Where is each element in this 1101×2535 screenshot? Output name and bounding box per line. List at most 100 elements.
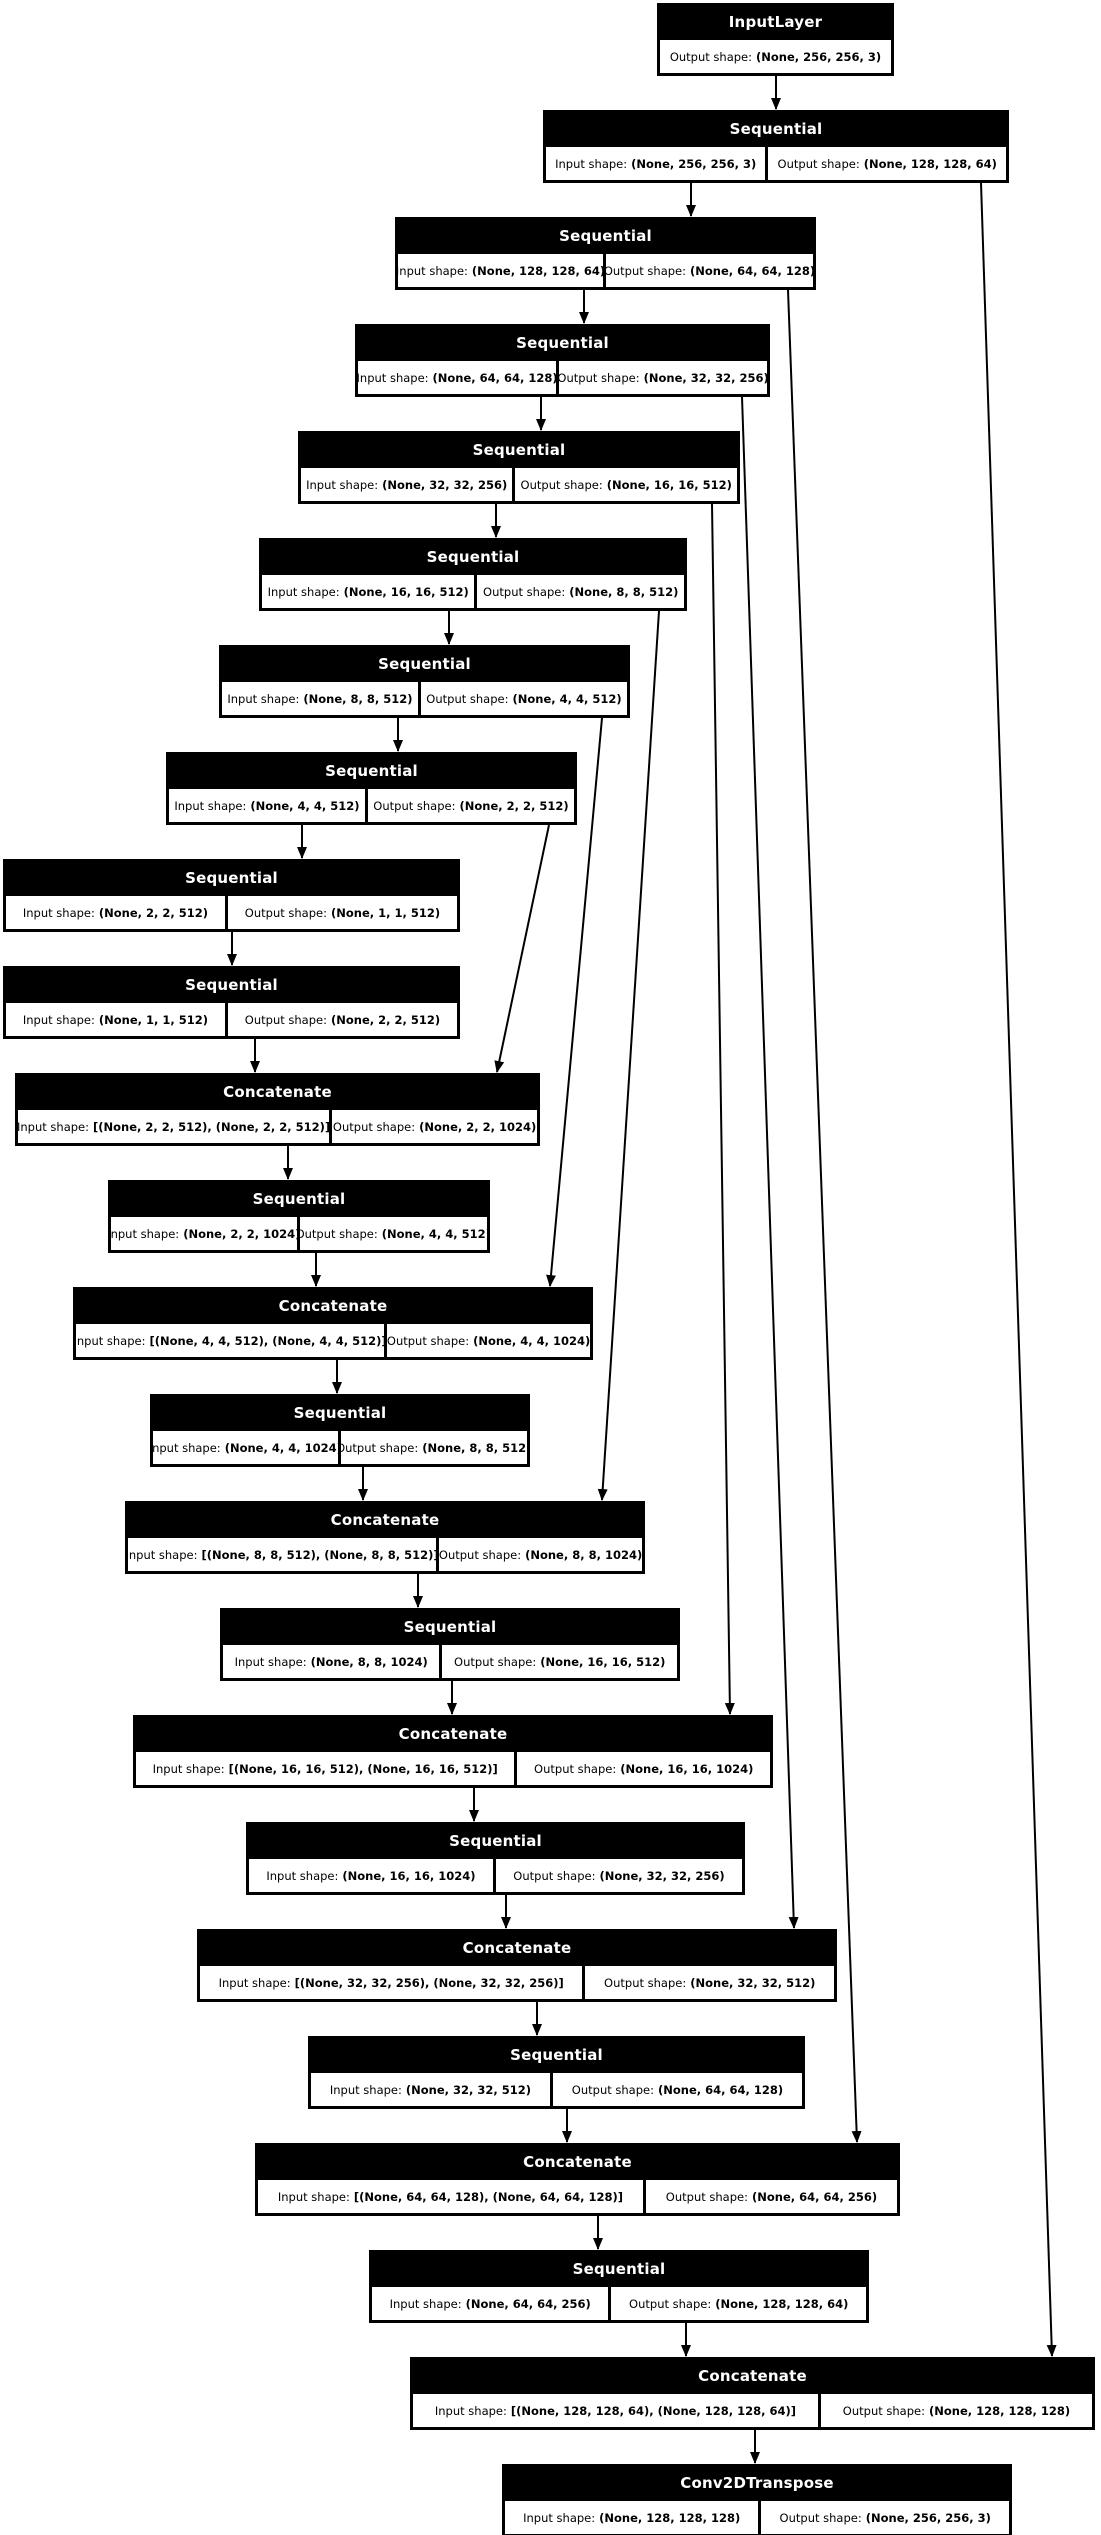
input-shape-label: Input shape: bbox=[358, 370, 429, 385]
input-shape-value: (None, 4, 4, 512) bbox=[250, 798, 360, 813]
layer-title: Concatenate bbox=[223, 1082, 332, 1101]
layer-title: Sequential bbox=[252, 1189, 346, 1208]
input-shape-value: [(None, 2, 2, 512), (None, 2, 2, 512)] bbox=[93, 1119, 330, 1134]
output-shape-value: (None, 32, 32, 256) bbox=[643, 370, 767, 385]
shape-cells: Input shape:[(None, 32, 32, 256), (None,… bbox=[200, 1966, 834, 1999]
input-shape-cell: Input shape:(None, 32, 32, 512) bbox=[311, 2073, 550, 2106]
output-shape-cell: Output shape:(None, 128, 128, 64) bbox=[611, 2287, 867, 2320]
output-shape-value: (None, 32, 32, 256) bbox=[599, 1868, 725, 1883]
layer-node-sequential-3: Sequential Input shape:(None, 64, 64, 12… bbox=[355, 324, 770, 397]
input-shape-label: Input shape: bbox=[22, 905, 95, 920]
layer-node-sequential-14: Sequential Input shape:(None, 32, 32, 51… bbox=[308, 2036, 805, 2109]
output-shape-value: (None, 64, 64, 256) bbox=[751, 2189, 878, 2204]
layer-node-sequential-2: Sequential Input shape:(None, 128, 128, … bbox=[395, 217, 816, 290]
output-shape-cell: Output shape:(None, 8, 8, 1024) bbox=[439, 1538, 642, 1571]
output-shape-cell: Output shape:(None, 2, 2, 512) bbox=[367, 789, 575, 822]
output-shape-label: Output shape: bbox=[534, 1761, 617, 1776]
input-shape-cell: Input shape:(None, 128, 128, 64) bbox=[398, 254, 603, 287]
skip-connection-edge bbox=[741, 396, 799, 1929]
output-shape-label: Output shape: bbox=[426, 691, 509, 706]
input-shape-cell: Input shape:(None, 16, 16, 512) bbox=[262, 575, 475, 608]
shape-cells: Input shape:[(None, 4, 4, 512), (None, 4… bbox=[76, 1324, 590, 1357]
output-shape-value: (None, 4, 4, 512) bbox=[381, 1226, 487, 1241]
input-shape-value: [(None, 64, 64, 128), (None, 64, 64, 128… bbox=[353, 2189, 624, 2204]
input-shape-label: Input shape: bbox=[18, 1119, 89, 1134]
output-shape-value: (None, 8, 8, 512) bbox=[422, 1440, 527, 1455]
input-shape-label: Input shape: bbox=[111, 1226, 180, 1241]
layer-node-input-layer: InputLayer Output shape:(None, 256, 256,… bbox=[657, 3, 894, 76]
input-shape-cell: Input shape:(None, 32, 32, 256) bbox=[301, 468, 513, 501]
layer-title: Conv2DTranspose bbox=[680, 2473, 834, 2492]
input-shape-cell: Input shape:[(None, 128, 128, 64), (None… bbox=[413, 2394, 818, 2427]
input-shape-cell: Input shape:[(None, 4, 4, 512), (None, 4… bbox=[76, 1324, 385, 1357]
shape-cells: Input shape:(None, 256, 256, 3) Output s… bbox=[546, 147, 1007, 180]
input-shape-value: (None, 64, 64, 128) bbox=[432, 370, 557, 385]
output-shape-value: (None, 64, 64, 128) bbox=[690, 263, 813, 278]
output-shape-value: (None, 32, 32, 512) bbox=[690, 1975, 816, 1990]
skip-connection-edge bbox=[494, 824, 550, 1073]
output-shape-label: Output shape: bbox=[605, 263, 687, 278]
input-shape-label: Input shape: bbox=[434, 2403, 507, 2418]
output-shape-label: Output shape: bbox=[387, 1333, 470, 1348]
layer-node-concatenate-1: Concatenate Input shape: [(None, 2, 2, 51… bbox=[15, 1073, 540, 1146]
output-shape-value: (None, 2, 2, 1024) bbox=[419, 1119, 537, 1134]
output-shape-value: (None, 64, 64, 128) bbox=[657, 2082, 784, 2097]
output-shape-label: Output shape: bbox=[332, 1119, 416, 1134]
output-shape-cell: Output shape:(None, 32, 32, 512) bbox=[585, 1966, 834, 1999]
shape-cells: Input shape:(None, 2, 2, 1024) Output sh… bbox=[111, 1217, 487, 1250]
layer-title: Sequential bbox=[426, 547, 520, 566]
output-shape-value: (None, 8, 8, 1024) bbox=[525, 1547, 642, 1562]
input-shape-cell: Input shape:(None, 4, 4, 512) bbox=[169, 789, 365, 822]
output-shape-cell: Output shape:(None, 256, 256, 3) bbox=[761, 2501, 1010, 2534]
layer-node-sequential-6: Sequential Input shape:(None, 8, 8, 512)… bbox=[219, 645, 630, 718]
output-shape-value: (None, 128, 128, 64) bbox=[863, 156, 997, 171]
output-shape-cell: Output shape:(None, 32, 32, 256) bbox=[559, 361, 767, 394]
output-shape-value: (None, 256, 256, 3) bbox=[756, 49, 882, 64]
layer-title: Concatenate bbox=[330, 1510, 440, 1529]
input-shape-value: (None, 32, 32, 256) bbox=[382, 477, 508, 492]
input-shape-value: (None, 32, 32, 512) bbox=[405, 2082, 532, 2097]
output-shape-label: Output shape: bbox=[777, 156, 860, 171]
output-shape-cell: Output shape:(None, 16, 16, 512) bbox=[442, 1645, 678, 1678]
output-shape-value: (None, 4, 4, 512) bbox=[512, 691, 622, 706]
output-shape-label: Output shape: bbox=[439, 1547, 522, 1562]
input-shape-cell: Input shape:(None, 1, 1, 512) bbox=[6, 1003, 225, 1036]
output-shape-value: (None, 4, 4, 1024) bbox=[473, 1333, 590, 1348]
output-shape-label: Output shape: bbox=[373, 798, 456, 813]
output-shape-label: Output shape: bbox=[513, 1868, 596, 1883]
input-shape-label: Input shape: bbox=[266, 1868, 339, 1883]
input-shape-cell: Input shape:[(None, 16, 16, 512), (None,… bbox=[136, 1752, 515, 1785]
output-shape-label: Output shape: bbox=[520, 477, 603, 492]
shape-cells: Input shape:(None, 8, 8, 512) Output sha… bbox=[222, 682, 628, 715]
shape-cells: Input shape:[(None, 8, 8, 512), (None, 8… bbox=[128, 1538, 642, 1571]
layer-node-sequential-11: Sequential Input shape:(None, 4, 4, 1024… bbox=[150, 1394, 530, 1467]
layer-title: Sequential bbox=[293, 1403, 387, 1422]
output-shape-value: (None, 8, 8, 512) bbox=[569, 584, 679, 599]
output-shape-cell: Output shape:(None, 64, 64, 256) bbox=[645, 2180, 897, 2213]
shape-cells: Input shape:[(None, 64, 64, 128), (None,… bbox=[258, 2180, 897, 2213]
input-shape-label: Input shape: bbox=[234, 1654, 307, 1669]
output-shape-cell: Output shape:(None, 32, 32, 256) bbox=[495, 1859, 743, 1892]
output-shape-value: (None, 16, 16, 512) bbox=[540, 1654, 666, 1669]
layer-node-sequential-9: Sequential Input shape:(None, 1, 1, 512)… bbox=[3, 966, 460, 1039]
output-shape-label: Output shape: bbox=[669, 49, 753, 64]
input-shape-label: Input shape: bbox=[153, 1440, 221, 1455]
output-shape-cell: Output shape:(None, 16, 16, 512) bbox=[515, 468, 738, 501]
input-shape-label: Input shape: bbox=[267, 584, 340, 599]
layer-node-sequential-5: Sequential Input shape:(None, 16, 16, 51… bbox=[259, 538, 687, 611]
shape-cells: Input shape:(None, 32, 32, 512) Output s… bbox=[311, 2073, 803, 2106]
input-shape-value: (None, 2, 2, 512) bbox=[98, 905, 209, 920]
shape-cells: Input shape:(None, 128, 128, 64) Output … bbox=[398, 254, 813, 287]
shape-cells: Input shape:(None, 128, 128, 128) Output… bbox=[505, 2501, 1010, 2534]
shape-cells: Input shape:(None, 64, 64, 128) Output s… bbox=[358, 361, 767, 394]
layer-node-concatenate-5: Concatenate Input shape:[(None, 32, 32, … bbox=[197, 1929, 837, 2002]
input-shape-label: Input shape: bbox=[22, 1012, 95, 1027]
input-shape-cell: Input shape:[(None, 8, 8, 512), (None, 8… bbox=[128, 1538, 437, 1571]
output-shape-label: Output shape: bbox=[244, 905, 327, 920]
output-shape-value: (None, 16, 16, 1024) bbox=[620, 1761, 754, 1776]
input-shape-label: Input shape: bbox=[555, 156, 628, 171]
layer-title: Sequential bbox=[378, 654, 471, 673]
output-shape-label: Output shape: bbox=[559, 370, 640, 385]
layer-node-conv2d-transpose: Conv2DTranspose Input shape:(None, 128, … bbox=[502, 2464, 1012, 2535]
layer-title: Sequential bbox=[185, 975, 278, 994]
